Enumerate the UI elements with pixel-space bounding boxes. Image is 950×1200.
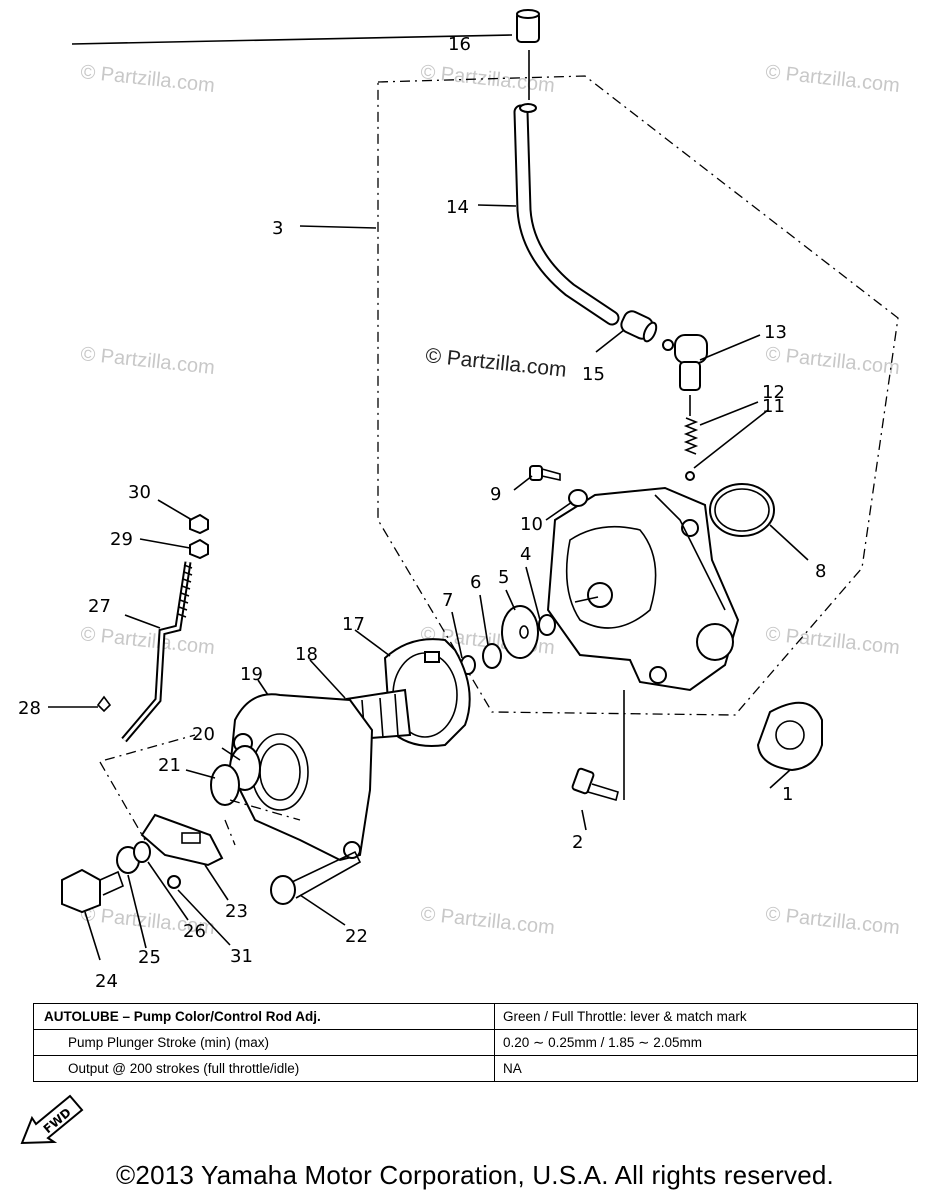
ring-21 <box>210 764 240 806</box>
callout-6: 6 <box>470 572 481 593</box>
spec-table: AUTOLUBE – Pump Color/Control Rod Adj. G… <box>33 1003 918 1082</box>
watermark-center: © Partzilla.com <box>424 344 567 382</box>
nut-31 <box>167 875 181 889</box>
watermark: © Partzilla.com <box>764 343 900 379</box>
watermark: © Partzilla.com <box>79 343 215 379</box>
bolt-24 <box>61 868 125 914</box>
callout-18: 18 <box>295 644 318 665</box>
watermark: © Partzilla.com <box>419 61 555 97</box>
assembly-boundary <box>377 75 899 716</box>
plunger-5 <box>501 605 539 659</box>
parts-diagram: © Partzilla.com © Partzilla.com © Partzi… <box>18 9 901 990</box>
callout-11: 11 <box>762 396 785 417</box>
spec-value: Green / Full Throttle: lever & match mar… <box>494 1003 918 1030</box>
fwd-arrow-icon: FWD <box>20 1094 84 1145</box>
callout-20: 20 <box>192 724 215 745</box>
callout-7: 7 <box>442 590 453 611</box>
callout-30: 30 <box>128 482 151 503</box>
watermark: © Partzilla.com <box>419 903 555 939</box>
callout-28: 28 <box>18 698 41 719</box>
callout-24: 24 <box>95 971 118 990</box>
callout-19: 19 <box>240 664 263 685</box>
callout-8: 8 <box>815 561 826 582</box>
spec-value: NA <box>494 1055 918 1082</box>
callout-21: 21 <box>158 755 181 776</box>
hose-clip <box>620 310 658 343</box>
spec-row: AUTOLUBE – Pump Color/Control Rod Adj. G… <box>33 1003 918 1030</box>
callout-17: 17 <box>342 614 365 635</box>
callout-31: 31 <box>230 946 253 967</box>
callout-12: 12 <box>762 382 785 403</box>
copyright: ©2013 Yamaha Motor Corporation, U.S.A. A… <box>116 1160 834 1190</box>
o-ring-6 <box>482 643 502 669</box>
leader-lines <box>48 34 809 961</box>
callout-23: 23 <box>225 901 248 922</box>
callout-15: 15 <box>582 364 605 385</box>
callout-9: 9 <box>490 484 501 505</box>
oil-seal-4 <box>538 614 556 636</box>
check-ball <box>685 471 695 481</box>
gasket <box>756 701 823 772</box>
bolt-2 <box>571 690 625 801</box>
callout-5: 5 <box>498 567 509 588</box>
watermark: © Partzilla.com <box>764 61 900 97</box>
spec-row: Pump Plunger Stroke (min) (max) 0.20 ∼ 0… <box>33 1029 918 1056</box>
watermark: © Partzilla.com <box>764 903 900 939</box>
washer-10 <box>568 489 588 507</box>
nut-29 <box>189 538 209 560</box>
nut-30 <box>189 513 209 535</box>
callout-4: 4 <box>520 544 531 565</box>
spec-row: Output @ 200 strokes (full throttle/idle… <box>33 1055 918 1082</box>
washer-26 <box>133 841 151 863</box>
bolt-22 <box>270 850 362 905</box>
spec-label: Output @ 200 strokes (full throttle/idle… <box>33 1055 495 1082</box>
callout-1: 1 <box>782 784 793 805</box>
callout-27: 27 <box>88 596 111 617</box>
watermark: © Partzilla.com <box>79 61 215 97</box>
lever-plate <box>140 813 224 867</box>
callout-29: 29 <box>110 529 133 550</box>
watermark: © Partzilla.com <box>764 623 900 659</box>
callout-16: 16 <box>448 34 471 55</box>
spec-value: 0.20 ∼ 0.25mm / 1.85 ∼ 2.05mm <box>494 1029 918 1056</box>
spec-label: AUTOLUBE – Pump Color/Control Rod Adj. <box>33 1003 495 1030</box>
callout-13: 13 <box>764 322 787 343</box>
clip-28 <box>96 695 112 713</box>
banjo-fitting <box>662 334 708 391</box>
watermark: © Partzilla.com <box>79 623 215 659</box>
oil-hose <box>513 50 620 326</box>
callout-10: 10 <box>520 514 543 535</box>
callout-numbers: 1 2 3 4 5 6 7 8 9 10 11 12 13 14 15 16 1… <box>18 34 826 990</box>
hose-fitting <box>516 9 540 43</box>
spring <box>683 417 699 455</box>
bolt-9 <box>529 465 561 481</box>
callout-25: 25 <box>138 947 161 968</box>
callout-22: 22 <box>345 926 368 947</box>
pump-cap <box>709 483 775 537</box>
spec-label: Pump Plunger Stroke (min) (max) <box>33 1029 495 1056</box>
callout-26: 26 <box>183 921 206 942</box>
control-rod <box>121 561 193 743</box>
callout-3: 3 <box>272 218 283 239</box>
callout-14: 14 <box>446 197 469 218</box>
callout-2: 2 <box>572 832 583 853</box>
pump-body <box>546 486 740 692</box>
